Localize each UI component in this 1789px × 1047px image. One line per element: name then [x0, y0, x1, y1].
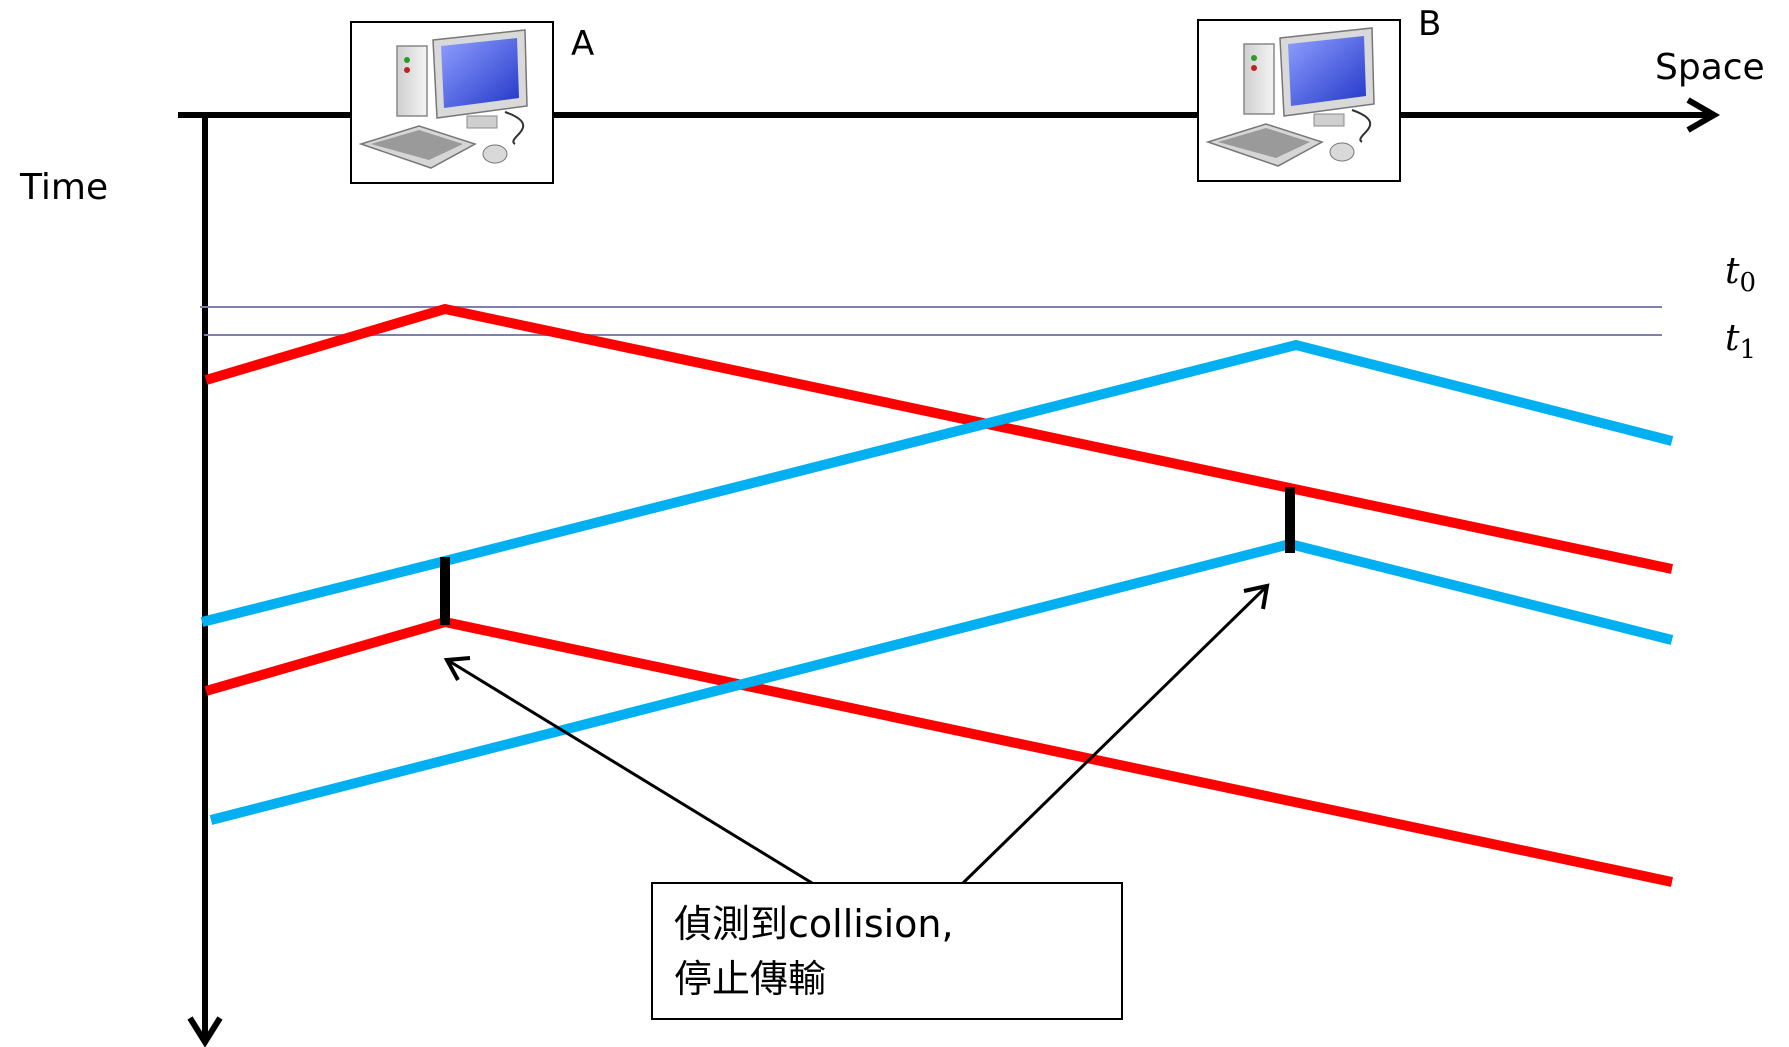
space-axis-label: Space [1655, 47, 1765, 88]
time-mark-t0: t0 [1725, 251, 1756, 298]
time-axis-arrowhead [187, 1016, 223, 1047]
space-axis-arrowhead [1686, 97, 1721, 133]
callout-arrow-a [443, 656, 813, 885]
time-mark-t1: t1 [1725, 318, 1756, 365]
time-axis-label: Time [19, 167, 108, 208]
callout-arrow-b [961, 583, 1270, 885]
frame-a-leading-edge [204, 303, 1674, 574]
callout-line-2: 停止傳輸 [674, 957, 826, 1001]
station-b: B [1197, 4, 1441, 182]
station-b-label: B [1418, 4, 1441, 44]
frame-b-trailing-edge [209, 538, 1674, 825]
callout-line-1: 偵測到collision, [674, 902, 954, 946]
collision-callout: 偵測到collision, 停止傳輸 [651, 882, 1123, 1020]
frame-b-leading-edge [200, 339, 1674, 627]
station-a: A [350, 21, 594, 184]
station-a-label: A [571, 24, 594, 64]
frame-a-trailing-edge [204, 616, 1674, 887]
